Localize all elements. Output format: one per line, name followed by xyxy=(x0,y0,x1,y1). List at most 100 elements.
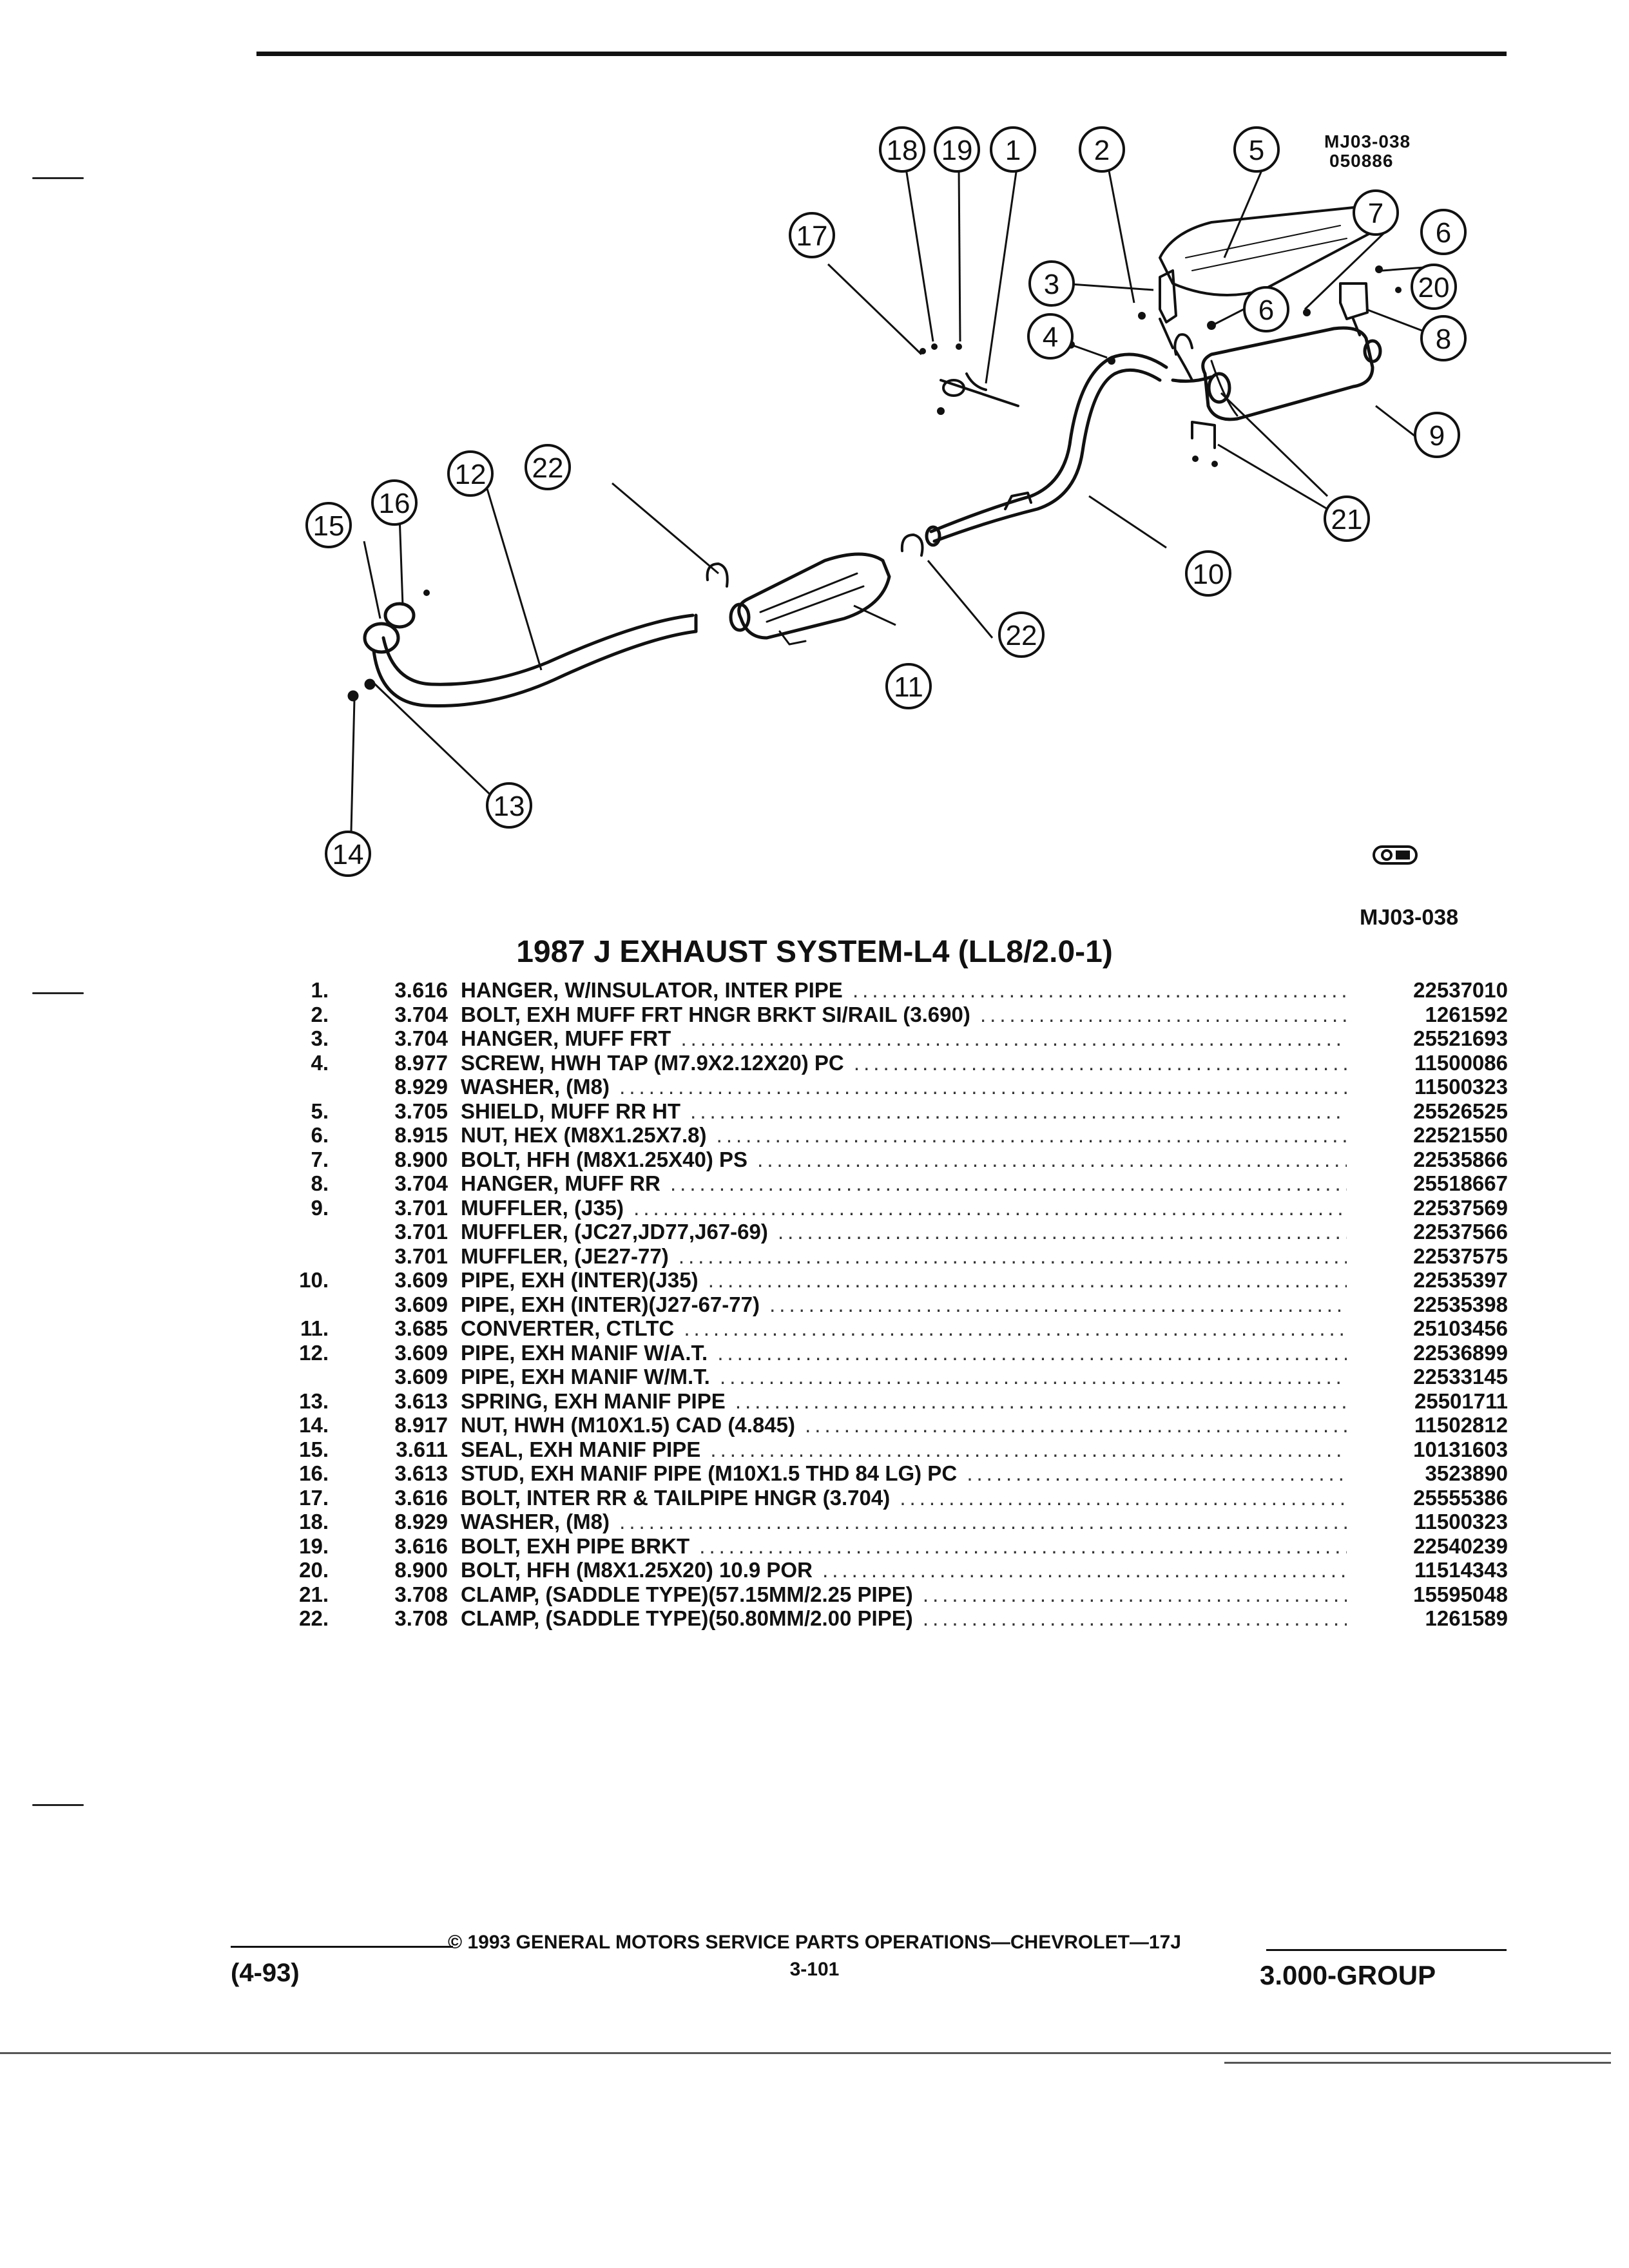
part-spec: , EXH MANIF PIPE xyxy=(542,1389,726,1413)
leader-dots: ........................................… xyxy=(922,1582,1347,1606)
diagram-id: MJ03-038 xyxy=(1360,905,1459,930)
part-number: 10131603 xyxy=(1413,1437,1508,1461)
item-number: 17. xyxy=(299,1485,329,1510)
group-number: 3.701 xyxy=(394,1195,448,1220)
group-number: 3.701 xyxy=(394,1244,448,1268)
group-number: 3.705 xyxy=(394,1099,448,1123)
item-number: 15. xyxy=(299,1437,329,1461)
part-spec: , (M8) xyxy=(554,1510,610,1533)
group-number: 8.977 xyxy=(394,1050,448,1075)
item-number: 19. xyxy=(299,1533,329,1558)
part-name: BOLT xyxy=(461,1147,515,1171)
part-spec: , HFH (M8X1.25X40) PS xyxy=(514,1147,748,1171)
leader-dots: ........................................… xyxy=(922,1606,1347,1630)
footer-rule-left xyxy=(231,1946,453,1948)
callout-15: 15 xyxy=(313,510,345,542)
callout-6: 6 xyxy=(1258,294,1274,326)
group-label: 3.000-GROUP xyxy=(1260,1960,1436,1990)
part-description: MUFFLER, (JC27,JD77,J67-69) ............… xyxy=(461,1220,1347,1244)
part-name: SHIELD xyxy=(461,1099,539,1123)
part-name: PIPE xyxy=(461,1292,510,1316)
part-spec: , EXH MUFF FRT HNGR BRKT SI/RAIL (3.690) xyxy=(514,1002,970,1026)
part-description: PIPE, EXH MANIF W/A.T. .................… xyxy=(461,1341,1347,1365)
part-name: BOLT xyxy=(461,1558,515,1582)
margin-mark xyxy=(32,177,84,179)
part-description: WASHER, (M8) ...........................… xyxy=(461,1510,1347,1533)
part-description: BOLT, EXH PIPE BRKT ....................… xyxy=(461,1534,1347,1558)
part-name: PIPE xyxy=(461,1365,510,1389)
part-spec: , (JE27-77) xyxy=(562,1244,669,1268)
leader-dots: ........................................… xyxy=(769,1292,1347,1316)
part-description: STUD, EXH MANIF PIPE (M10X1.5 THD 84 LG)… xyxy=(461,1461,1347,1485)
item-number: 6. xyxy=(311,1123,329,1147)
part-spec: , (M8) xyxy=(554,1075,610,1099)
leader-dots: ........................................… xyxy=(852,978,1347,1002)
group-number: 3.616 xyxy=(394,1485,448,1510)
part-number: 25526525 xyxy=(1413,1099,1508,1123)
bottom-rule xyxy=(0,2052,1611,2054)
part-description: PIPE, EXH MANIF W/M.T. .................… xyxy=(461,1365,1347,1389)
part-description: CLAMP, (SADDLE TYPE)(57.15MM/2.25 PIPE) … xyxy=(461,1582,1347,1606)
table-row: 17. 3.616 BOLT, INTER RR & TAILPIPE HNGR (… xyxy=(258,1486,1508,1510)
part-spec: , (J35) xyxy=(562,1195,624,1220)
part-description: CLAMP, (SADDLE TYPE)(50.80MM/2.00 PIPE) … xyxy=(461,1606,1347,1630)
part-name: NUT xyxy=(461,1413,503,1437)
part-spec: , MUFF RR xyxy=(553,1171,660,1195)
callout-6: 6 xyxy=(1436,217,1451,249)
item-number: 20. xyxy=(299,1558,329,1582)
part-number: 22536899 xyxy=(1413,1340,1508,1365)
part-spec: , EXH MANIF W/A.T. xyxy=(509,1340,708,1365)
part-description: HANGER, MUFF FRT .......................… xyxy=(461,1026,1347,1050)
group-number: 3.704 xyxy=(394,1026,448,1050)
part-name: BOLT xyxy=(461,1485,515,1510)
group-number: 8.917 xyxy=(394,1413,448,1437)
callout-22: 22 xyxy=(532,452,564,484)
callout-21: 21 xyxy=(1331,504,1363,535)
callout-10: 10 xyxy=(1193,559,1224,590)
margin-mark xyxy=(32,1804,84,1806)
leader-dots: ........................................… xyxy=(717,1340,1347,1365)
part-number: 11500086 xyxy=(1414,1050,1508,1075)
part-name: CLAMP xyxy=(461,1582,534,1606)
item-number: 9. xyxy=(311,1195,329,1220)
callout-19: 19 xyxy=(941,135,973,166)
leader-dots: ........................................… xyxy=(805,1413,1347,1437)
part-number: 25501711 xyxy=(1414,1389,1508,1413)
group-number: 8.900 xyxy=(394,1558,448,1582)
part-number: 11502812 xyxy=(1414,1413,1508,1437)
group-number: 3.611 xyxy=(396,1437,448,1461)
part-name: SPRING xyxy=(461,1389,543,1413)
part-number: 22537566 xyxy=(1413,1220,1508,1244)
part-description: WASHER, (M8) ...........................… xyxy=(461,1075,1347,1099)
item-number: 8. xyxy=(311,1171,329,1195)
part-number: 25521693 xyxy=(1413,1026,1508,1050)
leader-dots: ........................................… xyxy=(853,1050,1347,1075)
part-name: SCREW xyxy=(461,1050,539,1075)
part-description: BOLT, INTER RR & TAILPIPE HNGR (3.704) .… xyxy=(461,1486,1347,1510)
part-name: MUFFLER xyxy=(461,1195,563,1220)
part-number: 22535866 xyxy=(1413,1147,1508,1171)
group-number: 3.704 xyxy=(394,1002,448,1026)
callout-13: 13 xyxy=(494,791,525,822)
part-description: SHIELD, MUFF RR HT .....................… xyxy=(461,1099,1347,1123)
part-spec: , (SADDLE TYPE)(50.80MM/2.00 PIPE) xyxy=(534,1606,913,1630)
item-number: 5. xyxy=(311,1099,329,1123)
leader-dots: ........................................… xyxy=(900,1485,1347,1510)
part-description: HANGER, MUFF RR ........................… xyxy=(461,1171,1347,1195)
part-description: NUT, HEX (M8X1.25X7.8) .................… xyxy=(461,1123,1347,1147)
leader-dots: ........................................… xyxy=(670,1171,1347,1195)
group-number: 8.900 xyxy=(394,1147,448,1171)
